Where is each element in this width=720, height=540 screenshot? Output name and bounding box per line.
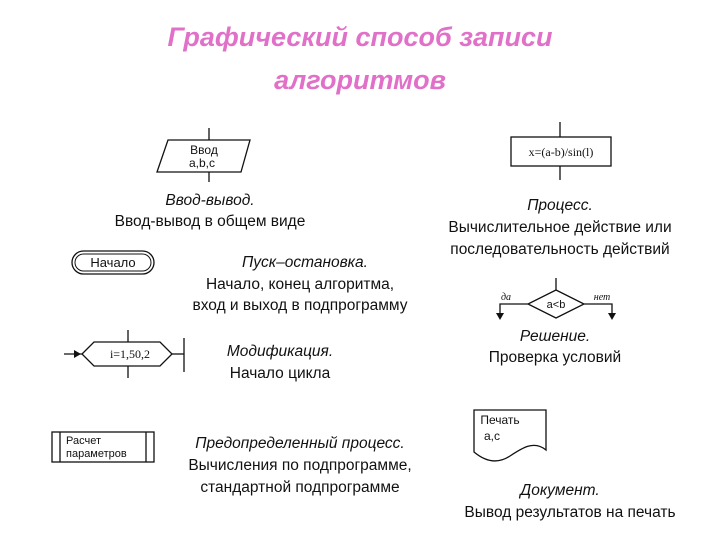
predefined-description-1: Вычисления по подпрограмме, — [188, 457, 412, 474]
terminator-description-2: вход и выход в подпрограмму — [192, 297, 408, 314]
process-description-2: последовательность действий — [450, 241, 670, 258]
predefined-shape-text-1: Расчет — [66, 435, 101, 447]
decision-description: Проверка условий — [488, 349, 622, 366]
decision-symbol — [496, 278, 616, 320]
process-description-1: Вычислительное действие или — [448, 219, 672, 236]
document-description: Вывод результатов на печать — [464, 504, 676, 521]
terminator-description-1: Начало, конец алгоритма, — [205, 276, 395, 293]
modification-name: Модификация. — [226, 343, 334, 360]
modification-description: Начало цикла — [229, 365, 331, 382]
page-title-line-2: алгоритмов — [274, 65, 446, 95]
io-description: Ввод-вывод в общем виде — [114, 213, 306, 230]
decision-shape-text: a<b — [547, 299, 566, 311]
io-name: Ввод-вывод. — [165, 192, 255, 209]
page-title-line-1: Графический способ записи — [167, 22, 553, 52]
predefined-description-2: стандартной подпрограмме — [200, 479, 400, 496]
predefined-shape-text-2: параметров — [66, 448, 127, 460]
io-shape-text-1: Ввод — [190, 143, 218, 157]
document-shape-text-2: a,c — [484, 429, 500, 443]
predefined-symbol — [51, 431, 155, 463]
process-symbol — [510, 122, 612, 180]
terminator-shape-text: Начало — [90, 255, 135, 270]
decision-name: Решение. — [519, 328, 591, 345]
document-name: Документ. — [520, 482, 600, 499]
modification-symbol — [64, 330, 185, 378]
process-shape-text: x=(a-b)/sin(l) — [529, 145, 594, 159]
document-symbol — [473, 409, 547, 462]
modification-shape-text: i=1,50,2 — [110, 347, 150, 361]
terminator-symbol — [71, 250, 155, 275]
decision-no-label: нет — [594, 292, 611, 303]
predefined-name: Предопределенный процесс. — [195, 435, 405, 452]
document-shape-text-1: Печать — [480, 413, 519, 427]
decision-yes-label: да — [501, 292, 511, 303]
io-shape-text-2: a,b,c — [189, 156, 215, 170]
terminator-name: Пуск–остановка. — [242, 254, 368, 271]
io-symbol — [156, 128, 251, 182]
process-name: Процесс. — [527, 197, 593, 214]
